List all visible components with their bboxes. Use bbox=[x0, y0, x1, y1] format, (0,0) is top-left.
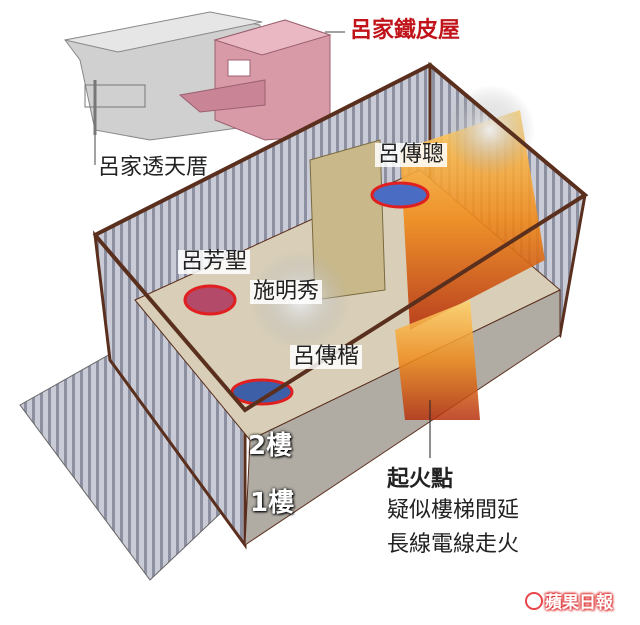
house-label: 呂家透天厝 bbox=[98, 155, 209, 180]
apple-daily-logo: 蘋果日報 bbox=[525, 588, 613, 613]
iron-house-thumbnail bbox=[178, 19, 332, 141]
person-label: 施明秀 bbox=[250, 280, 323, 304]
person-label: 呂傳楷 bbox=[290, 345, 363, 369]
floor-2-label: 2樓 bbox=[248, 431, 293, 461]
floor-1-label: 1樓 bbox=[250, 488, 295, 518]
fire-lower bbox=[395, 300, 480, 420]
title-label: 呂家鐵皮屋 bbox=[350, 18, 461, 43]
fire-origin-line1: 疑似樓梯間延 bbox=[387, 498, 520, 523]
person-markers bbox=[183, 181, 430, 406]
apple-icon bbox=[525, 592, 543, 610]
person-label: 呂芳聖 bbox=[178, 250, 251, 274]
logo-text: 蘋果日報 bbox=[545, 593, 613, 613]
smoke bbox=[445, 85, 535, 175]
fire-origin-title: 起火點 bbox=[387, 467, 454, 492]
person-label: 呂傳聰 bbox=[375, 143, 448, 167]
fire-origin-line2: 長線電線走火 bbox=[387, 532, 520, 557]
